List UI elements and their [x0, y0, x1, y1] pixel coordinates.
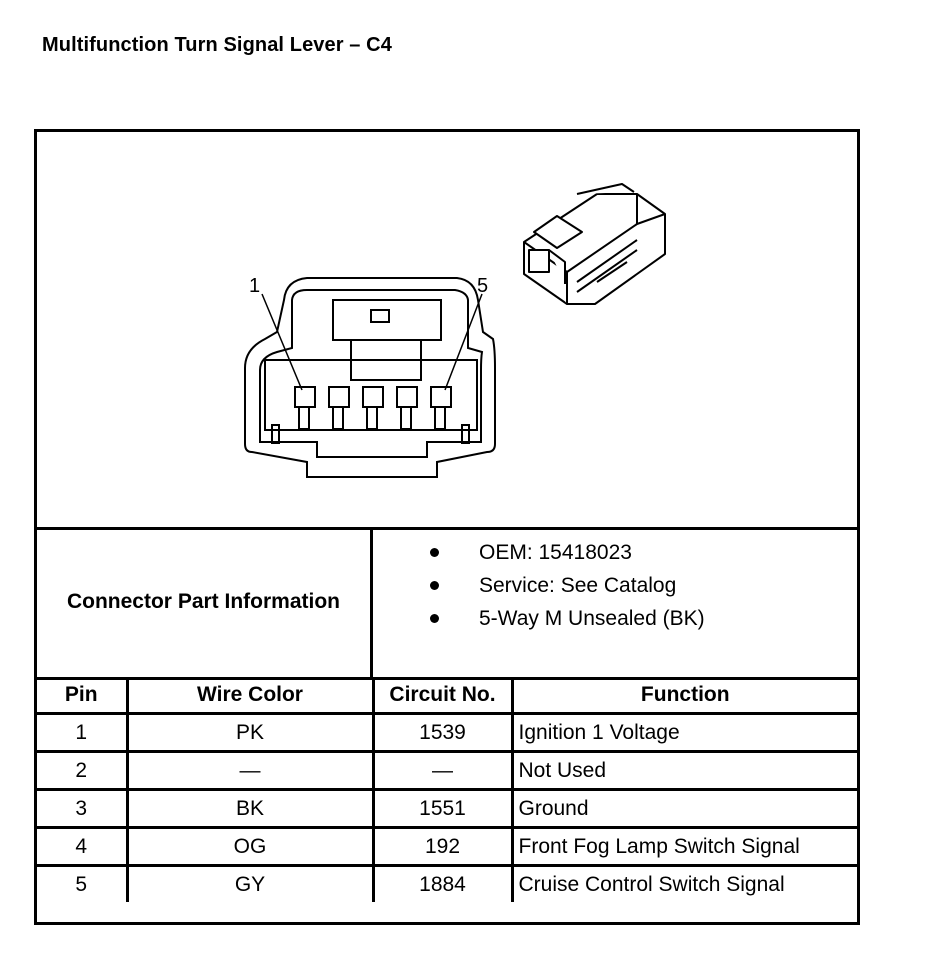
cell-wire-color: BK — [125, 788, 375, 829]
cell-function: Cruise Control Switch Signal — [510, 864, 857, 902]
bullet-icon — [430, 548, 439, 557]
connector-3d-illustration — [523, 183, 666, 305]
table-row: 4 OG 192 Front Fog Lamp Switch Signal — [37, 826, 857, 867]
leader-line-1 — [261, 293, 303, 391]
table-row: 3 BK 1551 Ground — [37, 788, 857, 829]
connector-face-drawing: 1 5 — [244, 183, 666, 478]
cell-wire-color: OG — [125, 826, 375, 867]
page-title: Multifunction Turn Signal Lever – C4 — [42, 34, 392, 56]
cell-circuit: 192 — [371, 826, 514, 867]
pin-5 — [430, 386, 452, 408]
connector-part-info: Connector Part Information OEM: 15418023… — [37, 527, 857, 680]
cell-circuit: — — [371, 750, 514, 791]
cell-wire-color: GY — [125, 864, 375, 902]
pinout-table: Pin Wire Color Circuit No. Function 1 PK… — [37, 677, 857, 902]
pin-1 — [294, 386, 316, 408]
pin-label-5: 5 — [477, 275, 488, 297]
table-header-row: Pin Wire Color Circuit No. Function — [37, 677, 857, 715]
bullet-icon — [430, 614, 439, 623]
table-row: 2 — — Not Used — [37, 750, 857, 791]
latch — [332, 299, 442, 341]
info-item-service: Service: See Catalog — [373, 572, 705, 605]
info-item-type: 5-Way M Unsealed (BK) — [373, 605, 705, 638]
header-wire-color: Wire Color — [125, 677, 375, 715]
pin-terminals — [294, 386, 452, 430]
pin-4 — [396, 386, 418, 408]
cell-function: Ground — [510, 788, 857, 829]
header-function: Function — [510, 677, 857, 715]
cell-function: Ignition 1 Voltage — [510, 712, 857, 753]
cell-circuit: 1539 — [371, 712, 514, 753]
bullet-icon — [430, 581, 439, 590]
cell-wire-color: — — [125, 750, 375, 791]
leader-line-5 — [444, 293, 483, 391]
connector-frame: 1 5 Connector Part Information OEM: 1541… — [34, 129, 860, 925]
cell-circuit: 1551 — [371, 788, 514, 829]
connector-part-info-list: OEM: 15418023 Service: See Catalog 5-Way… — [373, 539, 705, 638]
pin-label-1: 1 — [249, 275, 260, 297]
cell-wire-color: PK — [125, 712, 375, 753]
housing-outline — [244, 277, 496, 478]
table-row: 5 GY 1884 Cruise Control Switch Signal — [37, 864, 857, 902]
info-item-oem: OEM: 15418023 — [373, 539, 705, 572]
cell-pin: 4 — [37, 826, 129, 867]
cell-pin: 3 — [37, 788, 129, 829]
cell-circuit: 1884 — [371, 864, 514, 902]
cell-pin: 1 — [37, 712, 129, 753]
cell-function: Front Fog Lamp Switch Signal — [510, 826, 857, 867]
connector-part-info-label: Connector Part Information — [37, 527, 373, 677]
pin-2 — [328, 386, 350, 408]
header-pin: Pin — [37, 677, 129, 715]
cell-pin: 2 — [37, 750, 129, 791]
table-row: 1 PK 1539 Ignition 1 Voltage — [37, 712, 857, 753]
cell-pin: 5 — [37, 864, 129, 902]
housing-inner — [259, 289, 484, 458]
cell-function: Not Used — [510, 750, 857, 791]
connector-diagram: 1 5 — [37, 132, 857, 530]
header-circuit-no: Circuit No. — [371, 677, 514, 715]
pin-3 — [362, 386, 384, 408]
